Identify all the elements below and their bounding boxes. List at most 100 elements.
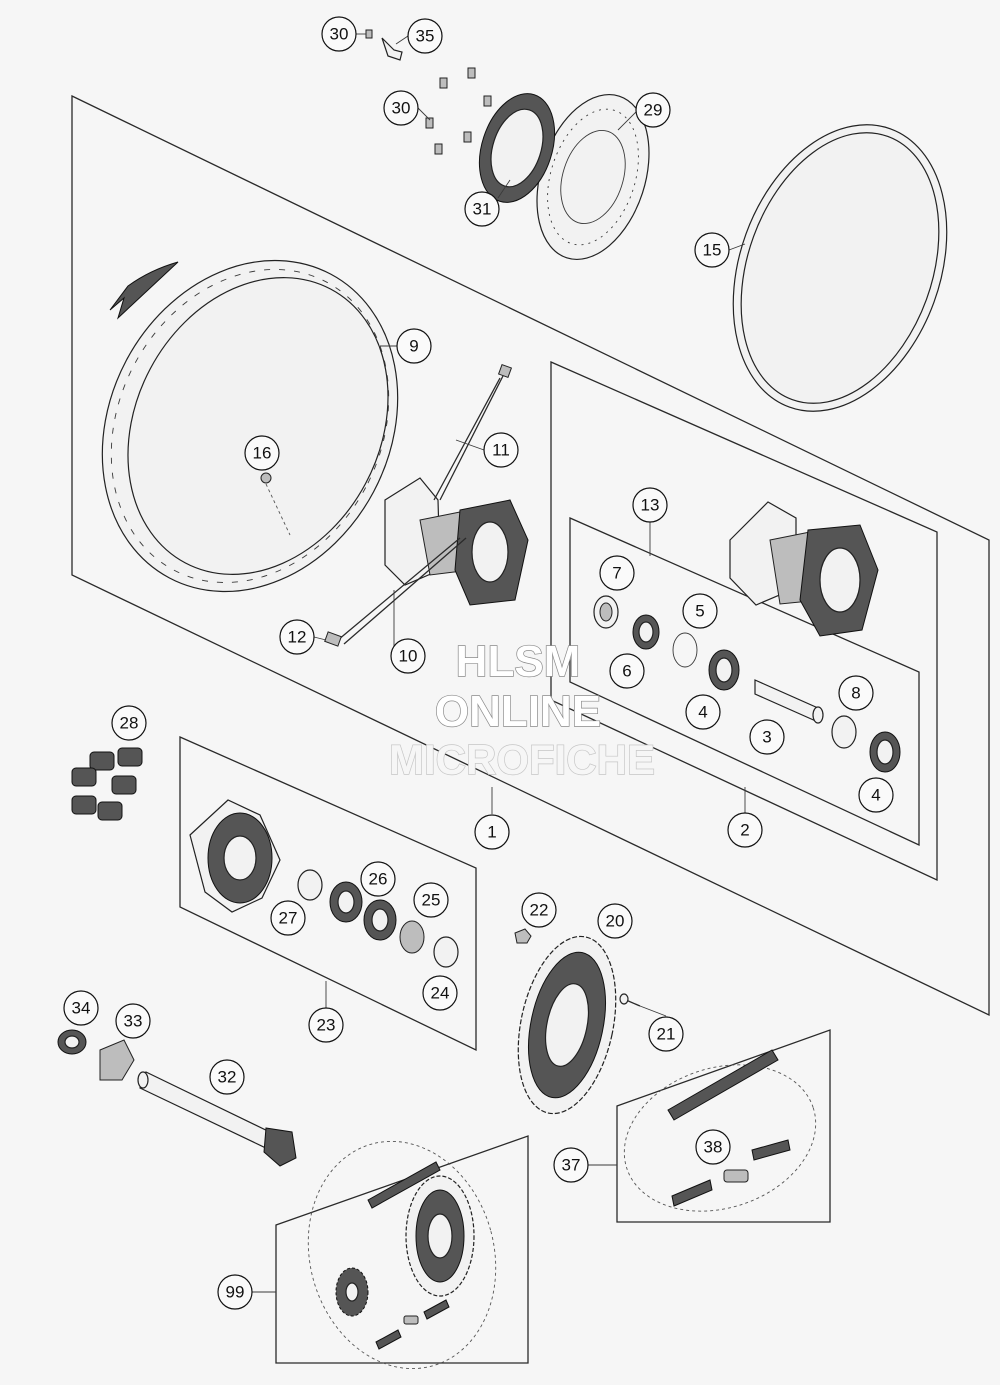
svg-text:34: 34	[72, 999, 91, 1018]
svg-text:2: 2	[740, 821, 749, 840]
callout-33: 33	[115, 1003, 151, 1039]
wheel-hub	[384, 477, 529, 606]
chain-kit-frame	[275, 1135, 529, 1364]
sprocket-carrier	[189, 799, 281, 913]
rim	[101, 259, 399, 593]
callout-27: 27	[270, 900, 306, 936]
wheel-assembly-frame	[71, 94, 990, 1017]
svg-text:38: 38	[704, 1138, 723, 1157]
svg-text:4: 4	[698, 703, 707, 722]
svg-text:5: 5	[695, 602, 704, 621]
chain-frame	[616, 1029, 831, 1223]
callout-9: 9	[396, 328, 432, 364]
svg-text:4: 4	[871, 786, 880, 805]
callout-25: 25	[413, 882, 449, 918]
callout-13: 13	[632, 487, 668, 523]
abs-sensor-ring	[478, 93, 556, 203]
svg-text:27: 27	[279, 909, 298, 928]
callout-7: 7	[599, 555, 635, 591]
sprocket-nut	[514, 928, 532, 944]
callout-24: 24	[422, 975, 458, 1011]
svg-text:29: 29	[644, 101, 663, 120]
svg-text:16: 16	[253, 444, 272, 463]
svg-text:33: 33	[124, 1012, 143, 1031]
callout-29: 29	[635, 92, 671, 128]
bearing-left	[708, 649, 740, 691]
valve-cap	[260, 472, 272, 484]
svg-text:13: 13	[641, 496, 660, 515]
disc-bolts	[425, 67, 492, 155]
svg-text:10: 10	[399, 647, 418, 666]
distance-sleeve	[754, 679, 824, 724]
brake-disc	[536, 93, 650, 261]
chain-links	[667, 1049, 791, 1207]
callout-23: 23	[308, 1007, 344, 1043]
chain-kit-links	[375, 1299, 450, 1350]
svg-text:30: 30	[392, 99, 411, 118]
chain-kit-chain	[367, 1161, 441, 1209]
callout-10: 10	[390, 638, 426, 674]
svg-text:99: 99	[226, 1283, 245, 1302]
callout-99: 99	[217, 1274, 253, 1310]
leader-lines	[252, 33, 746, 1293]
callout-28: 28	[111, 705, 147, 741]
callout-12: 12	[279, 619, 315, 655]
callout-3: 3	[749, 719, 785, 755]
svg-text:32: 32	[218, 1068, 237, 1087]
callout-37: 37	[553, 1147, 589, 1183]
carrier-seal	[399, 920, 425, 954]
svg-text:21: 21	[657, 1025, 676, 1044]
spacer-bush	[593, 595, 619, 629]
callout-15: 15	[694, 232, 730, 268]
svg-text:22: 22	[530, 901, 549, 920]
watermark: HLSM ONLINE MICROFICHE	[388, 636, 655, 783]
svg-text:26: 26	[369, 870, 388, 889]
sensor-screw	[365, 29, 403, 61]
callout-30-bolts: 30	[383, 90, 419, 126]
bearing-right	[869, 731, 901, 773]
chain-kit-sprocket	[405, 1175, 475, 1297]
carrier-bearing	[329, 881, 363, 923]
watermark-line-2: ONLINE	[435, 687, 601, 736]
svg-text:23: 23	[317, 1016, 336, 1035]
callout-5: 5	[682, 593, 718, 629]
sprocket-bolt	[619, 993, 641, 1007]
svg-text:31: 31	[473, 200, 492, 219]
callout-4-upper: 4	[685, 694, 721, 730]
callout-16: 16	[244, 435, 280, 471]
master-link	[723, 1169, 749, 1183]
hub-assembly-frame	[550, 361, 938, 882]
svg-text:8: 8	[851, 684, 860, 703]
chain-kit-front-sprocket	[335, 1267, 369, 1317]
spacer-washer	[831, 715, 857, 749]
callout-31: 31	[464, 191, 500, 227]
svg-text:11: 11	[492, 441, 510, 460]
rotation-arrow-icon	[109, 261, 179, 320]
sprocket-carrier-frame	[179, 736, 477, 1052]
watermark-line-3: MICROFICHE	[389, 736, 655, 783]
chain-adjuster	[99, 1039, 135, 1081]
callout-8: 8	[838, 675, 874, 711]
svg-text:3: 3	[762, 728, 771, 747]
callout-34: 34	[63, 990, 99, 1026]
svg-text:15: 15	[703, 241, 722, 260]
tire	[732, 124, 948, 412]
svg-text:20: 20	[606, 912, 625, 931]
svg-text:25: 25	[422, 891, 441, 910]
svg-text:30: 30	[330, 25, 349, 44]
svg-text:12: 12	[288, 628, 307, 647]
callout-32: 32	[209, 1059, 245, 1095]
callout-11: 11	[483, 432, 519, 468]
chain-kit-loop	[307, 1140, 497, 1370]
carrier-bearing-2	[363, 899, 397, 941]
svg-text:24: 24	[431, 984, 450, 1003]
callout-38: 38	[695, 1129, 731, 1165]
svg-text:1: 1	[487, 823, 496, 842]
carrier-spacer	[433, 936, 459, 968]
axle-nut	[57, 1029, 87, 1055]
watermark-line-1: HLSM	[456, 637, 581, 686]
callout-35: 35	[407, 18, 443, 54]
svg-text:7: 7	[612, 564, 621, 583]
callout-6: 6	[609, 653, 645, 689]
